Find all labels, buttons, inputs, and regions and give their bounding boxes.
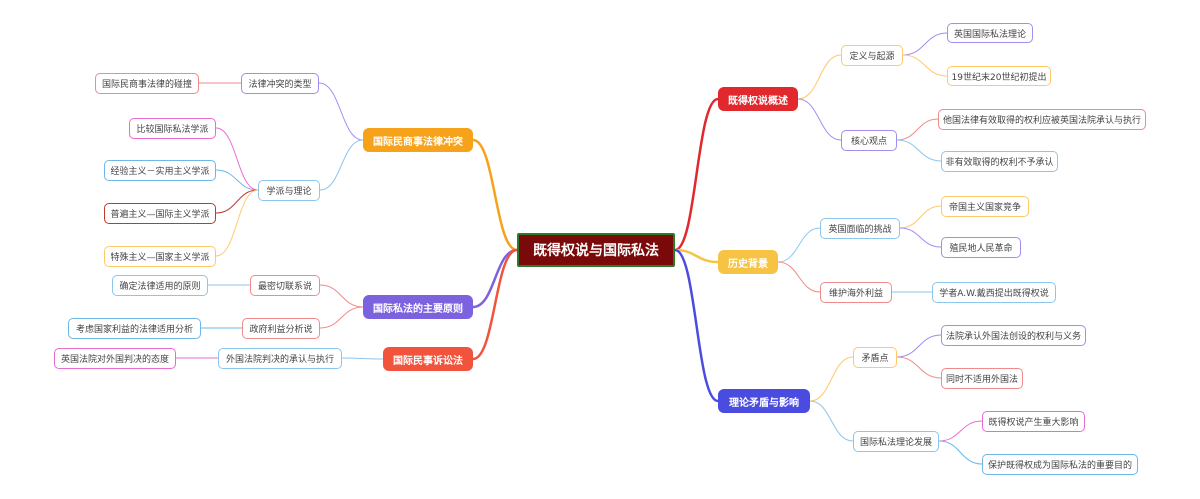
leaf-rights-recognized[interactable]: 他国法律有效取得的权利应被英国法院承认与执行 bbox=[938, 109, 1146, 130]
link-core-leaf2 bbox=[896, 139, 942, 162]
link-schools-leaf4 bbox=[215, 189, 259, 257]
branch-history[interactable]: 历史背景 bbox=[718, 250, 778, 274]
branch-contradiction-impact[interactable]: 理论矛盾与影响 bbox=[718, 389, 810, 413]
leaf-british-pil-theory[interactable]: 英国国际私法理论 bbox=[947, 23, 1033, 43]
branch-overview[interactable]: 既得权说概述 bbox=[718, 87, 798, 111]
link-overview-definition bbox=[797, 54, 842, 100]
topic-schools-theories[interactable]: 学派与理论 bbox=[258, 180, 320, 201]
topic-closest-connection[interactable]: 最密切联系说 bbox=[250, 275, 320, 296]
leaf-recognize-foreign-rights[interactable]: 法院承认外国法创设的权利与义务 bbox=[941, 325, 1086, 346]
root-node[interactable]: 既得权说与国际私法 bbox=[517, 233, 675, 267]
leaf-universalism-school[interactable]: 普遍主义—国际主义学派 bbox=[104, 203, 216, 224]
link-impact-contradiction bbox=[809, 356, 854, 402]
link-challenge-leaf2 bbox=[899, 227, 942, 248]
topic-pil-development[interactable]: 国际私法理论发展 bbox=[853, 431, 939, 452]
link-principles-policy bbox=[319, 306, 364, 329]
link-contradiction-leaf2 bbox=[896, 356, 942, 379]
topic-contradiction[interactable]: 矛盾点 bbox=[853, 347, 897, 368]
link-root-history bbox=[674, 248, 719, 264]
topic-overseas-interests[interactable]: 维护海外利益 bbox=[820, 282, 892, 303]
link-contradiction-leaf1 bbox=[896, 334, 942, 358]
link-core-leaf1 bbox=[896, 118, 939, 141]
link-schools-leaf3 bbox=[215, 189, 259, 214]
topic-definition-origin[interactable]: 定义与起源 bbox=[841, 45, 903, 66]
link-definition-leaf2 bbox=[902, 54, 948, 77]
link-root-principles bbox=[472, 248, 518, 309]
leaf-uk-attitude-foreign-judgments[interactable]: 英国法院对外国判决的态度 bbox=[54, 348, 176, 369]
leaf-civil-commercial-collision[interactable]: 国际民商事法律的碰撞 bbox=[95, 73, 199, 94]
link-definition-leaf1 bbox=[902, 32, 948, 56]
leaf-particularism-school[interactable]: 特殊主义—国家主义学派 bbox=[104, 246, 216, 267]
leaf-colonial-revolution[interactable]: 殖民地人民革命 bbox=[941, 237, 1021, 258]
leaf-protect-vested-rights[interactable]: 保护既得权成为国际私法的重要目的 bbox=[982, 454, 1138, 475]
link-root-conflict bbox=[472, 138, 518, 252]
link-conflict-schools bbox=[319, 139, 364, 191]
link-development-leaf1 bbox=[938, 420, 983, 442]
leaf-major-impact[interactable]: 既得权说产生重大影响 bbox=[982, 411, 1085, 432]
link-schools-leaf1 bbox=[215, 127, 259, 191]
topic-judgment-recognition[interactable]: 外国法院判决的承认与执行 bbox=[218, 348, 342, 369]
leaf-imperialist-competition[interactable]: 帝国主义国家竞争 bbox=[941, 196, 1029, 217]
link-root-procedure bbox=[472, 248, 518, 361]
link-overview-core bbox=[797, 98, 842, 141]
topic-governmental-interest[interactable]: 政府利益分析说 bbox=[242, 318, 320, 339]
link-impact-development bbox=[809, 400, 854, 442]
branch-civil-procedure[interactable]: 国际民事诉讼法 bbox=[383, 347, 473, 371]
leaf-19th-century[interactable]: 19世纪末20世纪初提出 bbox=[947, 66, 1051, 86]
leaf-empiricism-school[interactable]: 经验主义－实用主义学派 bbox=[104, 160, 216, 181]
link-root-impact bbox=[674, 248, 719, 403]
link-history-interest bbox=[777, 261, 821, 293]
link-challenge-leaf1 bbox=[899, 205, 942, 229]
link-development-leaf2 bbox=[938, 440, 983, 465]
leaf-national-interest-analysis[interactable]: 考虑国家利益的法律适用分析 bbox=[68, 318, 201, 339]
leaf-determine-applicable-law[interactable]: 确定法律适用的原则 bbox=[112, 275, 208, 296]
link-root-overview bbox=[674, 97, 719, 252]
link-history-challenge bbox=[777, 227, 821, 263]
branch-main-principles[interactable]: 国际私法的主要原则 bbox=[363, 295, 473, 319]
topic-conflict-types[interactable]: 法律冲突的类型 bbox=[241, 73, 319, 94]
link-schools-leaf2 bbox=[215, 169, 259, 191]
leaf-comparative-school[interactable]: 比较国际私法学派 bbox=[129, 118, 216, 139]
topic-core-views[interactable]: 核心观点 bbox=[841, 130, 897, 151]
topic-uk-challenges[interactable]: 英国面临的挑战 bbox=[820, 218, 900, 239]
link-principles-closest bbox=[319, 284, 364, 308]
branch-legal-conflict[interactable]: 国际民商事法律冲突 bbox=[363, 128, 473, 152]
leaf-not-apply-foreign-law[interactable]: 同时不适用外国法 bbox=[941, 368, 1023, 389]
link-procedure-recognition bbox=[341, 357, 384, 360]
leaf-invalid-rights[interactable]: 非有效取得的权利不予承认 bbox=[941, 151, 1058, 172]
leaf-dicey-vested-rights[interactable]: 学者A.W.戴西提出既得权说 bbox=[932, 282, 1056, 303]
link-conflict-types bbox=[318, 82, 364, 141]
